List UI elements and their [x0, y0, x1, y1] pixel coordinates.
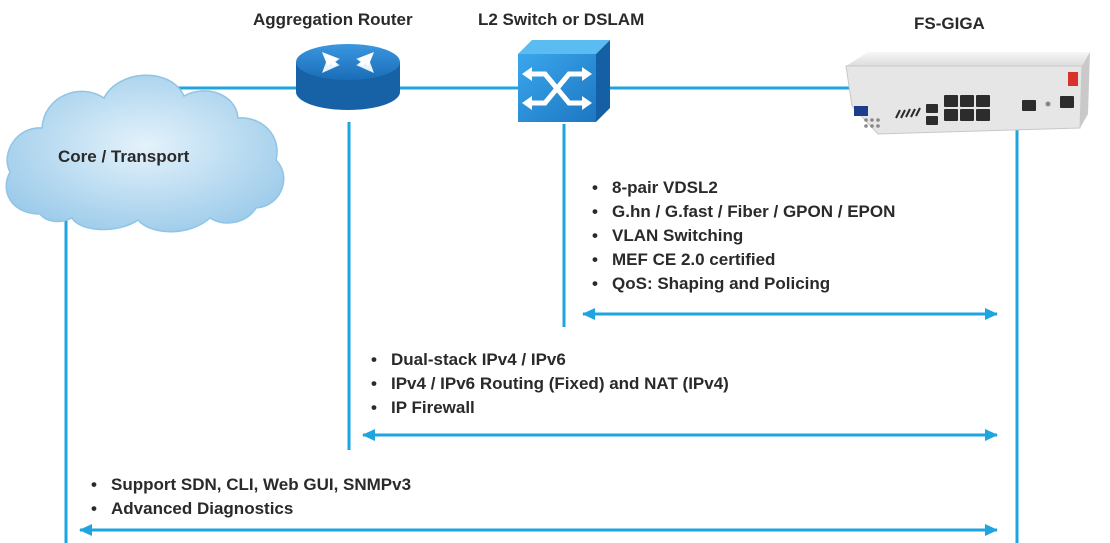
feature-item: IP Firewall: [371, 396, 729, 420]
switch-icon: [518, 40, 610, 122]
feature-item: IPv4 / IPv6 Routing (Fixed) and NAT (IPv…: [371, 372, 729, 396]
feature-item: 8-pair VDSL2: [592, 176, 895, 200]
cloud-icon: [5, 74, 285, 233]
core-transport-label: Core / Transport: [58, 147, 190, 166]
feature-item: VLAN Switching: [592, 224, 895, 248]
aggregation-router-label: Aggregation Router: [253, 10, 413, 29]
span-arrows: [79, 308, 998, 536]
device-icon: [845, 52, 1090, 135]
l2-switch-label: L2 Switch or DSLAM: [478, 10, 645, 29]
feature-item: Dual-stack IPv4 / IPv6: [371, 348, 729, 372]
feature-list-core: Support SDN, CLI, Web GUI, SNMPv3 Advanc…: [91, 473, 411, 521]
fs-giga-label: FS-GIGA: [914, 14, 985, 33]
feature-item: MEF CE 2.0 certified: [592, 248, 895, 272]
router-icon: [296, 44, 400, 110]
connection-lines: [64, 86, 1019, 543]
feature-item: G.hn / G.fast / Fiber / GPON / EPON: [592, 200, 895, 224]
feature-item: Advanced Diagnostics: [91, 497, 411, 521]
feature-item: Support SDN, CLI, Web GUI, SNMPv3: [91, 473, 411, 497]
feature-item: QoS: Shaping and Policing: [592, 272, 895, 296]
feature-list-router: Dual-stack IPv4 / IPv6 IPv4 / IPv6 Routi…: [371, 348, 729, 420]
feature-list-switch: 8-pair VDSL2 G.hn / G.fast / Fiber / GPO…: [592, 176, 895, 296]
